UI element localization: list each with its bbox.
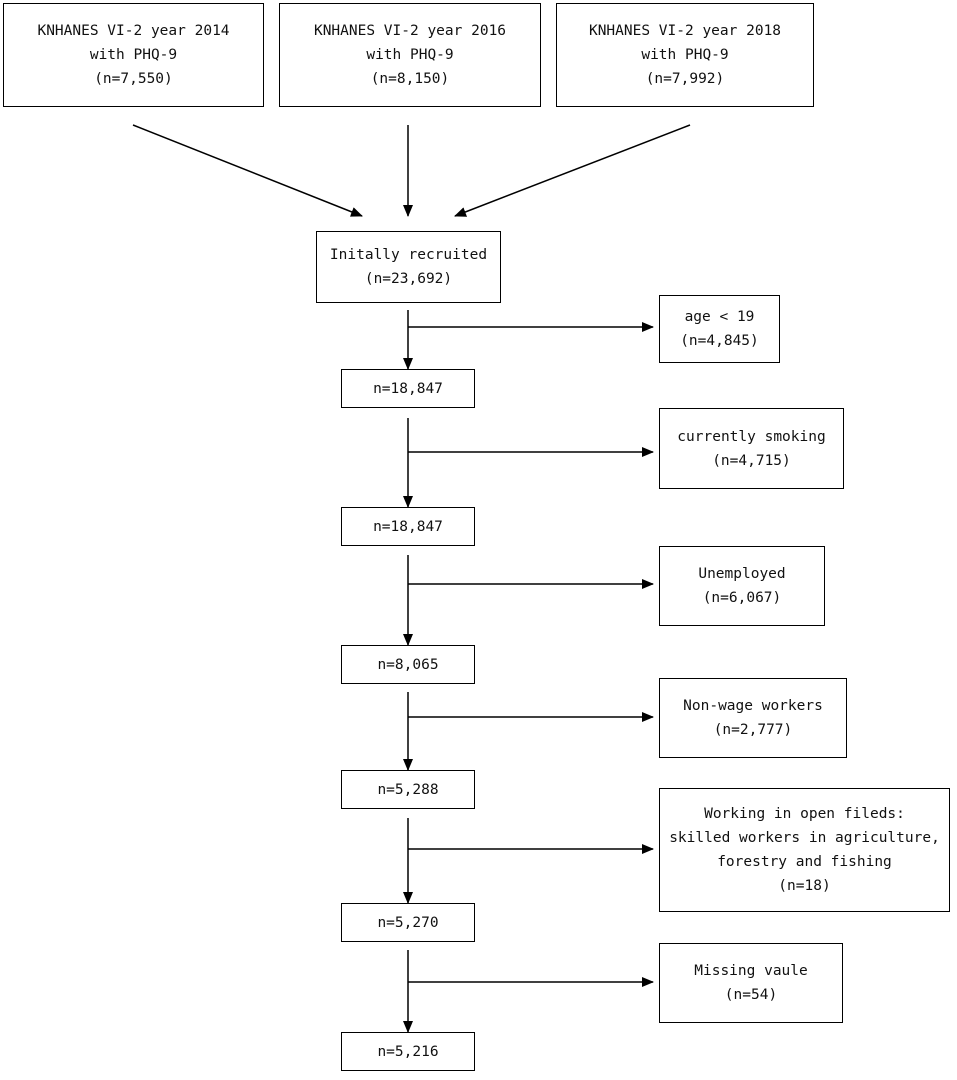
count-label: n=18,847 <box>373 380 443 397</box>
recruited-count: (n=23,692) <box>364 271 453 287</box>
arrow-source-2018 <box>454 124 691 217</box>
exclusion-count: (n=4,845) <box>680 333 759 349</box>
count-label: n=5,216 <box>377 1043 439 1060</box>
exclusion-box-5: Working in open fileds: skilled workers … <box>659 788 950 912</box>
count-box-5: n=5,270 <box>341 903 475 942</box>
exclusion-label: Non-wage workers <box>683 698 823 714</box>
exclusion-box-3: Unemployed (n=6,067) <box>659 546 825 626</box>
exclusion-label: currently smoking <box>677 428 826 445</box>
count-box-1: n=18,847 <box>341 369 475 408</box>
source-title: KNHANES VI-2 year 2018 <box>588 23 782 39</box>
source-count: (n=7,550) <box>94 71 173 87</box>
exclusion-label-line-2: skilled workers in agriculture, <box>669 830 940 846</box>
source-count: (n=8,150) <box>370 71 450 87</box>
count-label: n=8,065 <box>377 656 439 673</box>
exclusion-count: (n=6,067) <box>702 590 782 606</box>
exclusion-count: (n=2,777) <box>713 722 793 738</box>
count-label: n=5,288 <box>377 781 439 798</box>
source-title: KNHANES VI-2 year 2016 <box>313 23 507 39</box>
source-box-2018: KNHANES VI-2 year 2018 with PHQ-9 (n=7,9… <box>556 3 814 107</box>
exclusion-box-4: Non-wage workers (n=2,777) <box>659 678 847 758</box>
exclusion-label-line-3: forestry and fishing <box>717 854 892 870</box>
exclusion-label: Unemployed <box>698 566 786 582</box>
exclusion-count: (n=4,715) <box>712 452 791 469</box>
exclusion-label: age < 19 <box>684 309 755 325</box>
exclusion-box-2: currently smoking (n=4,715) <box>659 408 844 489</box>
exclusion-count: (n=54) <box>724 987 778 1003</box>
exclusion-count: (n=18) <box>778 878 831 894</box>
source-subtitle: with PHQ-9 <box>366 47 454 63</box>
arrow-source-2014 <box>132 124 363 217</box>
count-box-3: n=8,065 <box>341 645 475 684</box>
source-box-2016: KNHANES VI-2 year 2016 with PHQ-9 (n=8,1… <box>279 3 541 107</box>
count-box-4: n=5,288 <box>341 770 475 809</box>
count-label: n=18,847 <box>373 518 443 535</box>
recruited-label: Initally recruited <box>329 247 488 263</box>
count-box-2: n=18,847 <box>341 507 475 546</box>
source-title: KNHANES VI-2 year 2014 <box>37 23 230 39</box>
count-box-6: n=5,216 <box>341 1032 475 1071</box>
source-box-2014: KNHANES VI-2 year 2014 with PHQ-9 (n=7,5… <box>3 3 264 107</box>
exclusion-label: Missing vaule <box>694 963 808 979</box>
exclusion-box-1: age < 19 (n=4,845) <box>659 295 780 363</box>
exclusion-label-line-1: Working in open fileds: <box>704 806 905 822</box>
count-label: n=5,270 <box>377 914 439 931</box>
exclusion-box-6: Missing vaule (n=54) <box>659 943 843 1023</box>
source-subtitle: with PHQ-9 <box>89 47 178 63</box>
source-count: (n=7,992) <box>645 71 725 87</box>
recruited-box: Initally recruited (n=23,692) <box>316 231 501 303</box>
source-subtitle: with PHQ-9 <box>641 47 729 63</box>
